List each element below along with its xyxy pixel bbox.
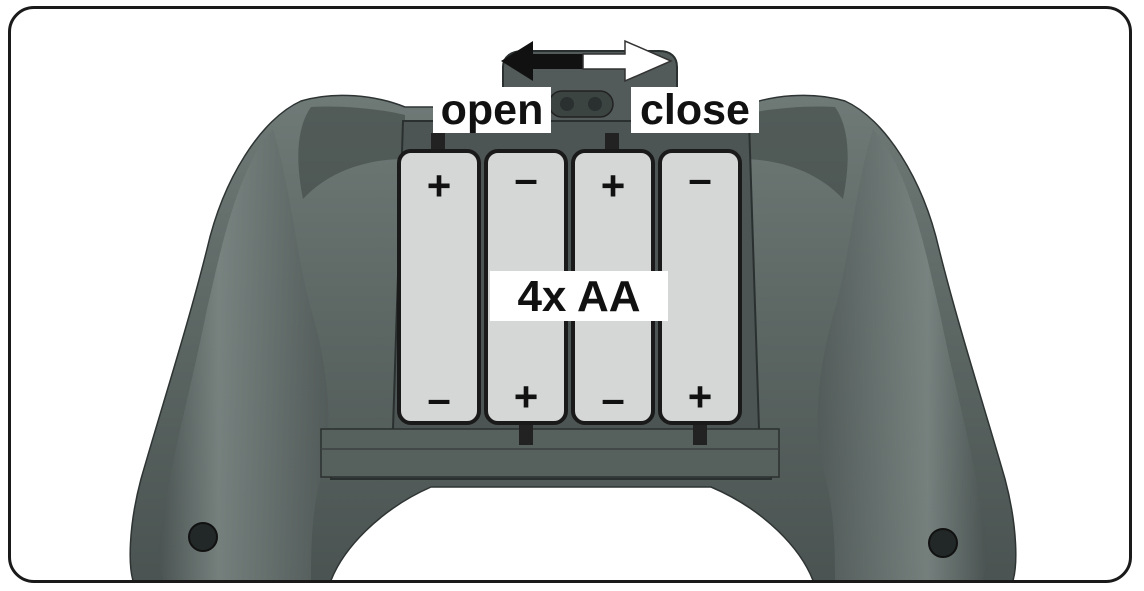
battery-3-top-polarity: + — [600, 162, 626, 209]
battery-3-bottom-polarity: – — [601, 375, 625, 422]
open-label: open — [433, 87, 551, 133]
battery-cell — [397, 149, 481, 425]
battery-4-bottom-polarity: + — [687, 373, 713, 420]
contact-tab — [693, 421, 707, 445]
arrow-right-outline-icon — [582, 39, 673, 83]
right-shoulder — [741, 106, 848, 199]
left-grip — [159, 129, 329, 580]
battery-2-bottom-polarity: + — [513, 373, 539, 420]
battery-1-top-polarity: + — [426, 162, 452, 209]
battery-type-label: 4x AA — [490, 271, 668, 321]
controller-illustration — [129, 39, 1017, 580]
compartment-lip — [320, 428, 780, 478]
contact-tab — [519, 421, 533, 445]
arrow-left-filled-icon — [501, 41, 583, 81]
slide-latch-icon — [548, 90, 614, 118]
battery-4-top-polarity: – — [688, 155, 712, 202]
left-shoulder — [298, 106, 405, 199]
screw-hole-right — [928, 528, 958, 558]
screw-hole-left — [188, 522, 218, 552]
diagram-frame: + – – + + – – + open close 4x AA — [8, 6, 1132, 583]
battery-1-bottom-polarity: – — [427, 375, 451, 422]
right-grip — [817, 129, 987, 580]
battery-2-top-polarity: – — [514, 155, 538, 202]
close-label: close — [631, 87, 759, 133]
